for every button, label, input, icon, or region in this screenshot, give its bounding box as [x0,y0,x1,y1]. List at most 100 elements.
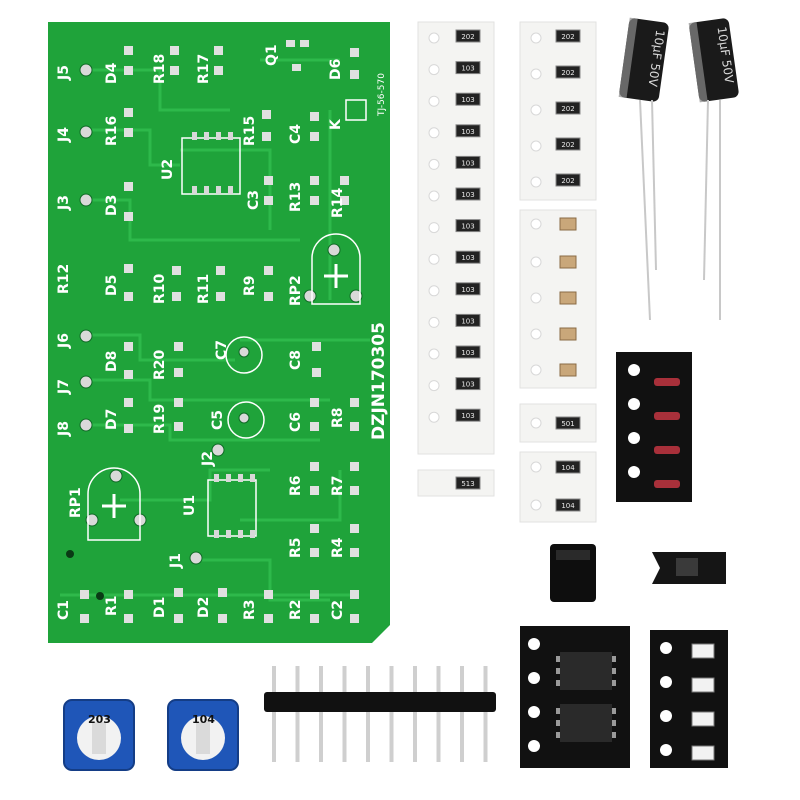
smd-resistor: 103 [455,61,481,75]
label-d6: D6 [328,59,344,80]
tape-hole [530,364,542,376]
label-j7: J7 [56,379,72,395]
label-j4: J4 [56,127,72,143]
label-rp2: RP2 [288,275,304,306]
tape-hole [428,95,440,107]
label-j5: J5 [56,65,72,81]
label-c1: C1 [56,600,72,620]
tape-hole [428,285,440,297]
label-r4: R4 [330,537,346,558]
label-j6: J6 [56,333,72,349]
label-j3: J3 [56,195,72,211]
board-version-text: DZJN170305 [369,322,389,440]
label-j1: J1 [168,553,184,569]
label-d7: D7 [104,409,120,430]
label-r14: R14 [330,187,346,218]
label-q1: Q1 [264,44,280,66]
label-c2: C2 [330,600,346,620]
tape-hole [428,348,440,360]
smd-resistor: 202 [555,137,581,151]
smd-resistor: 103 [455,155,481,169]
label-r18: R18 [152,54,168,84]
diode-tape [616,352,692,502]
pin-header [264,666,496,762]
label-j2: J2 [200,451,216,467]
tape-hole [428,190,440,202]
label-k: K [328,118,344,130]
tape-hole [428,316,440,328]
label-r8: R8 [330,407,346,428]
smd-resistor: 202 [555,29,581,43]
tape-hole [530,292,542,304]
tape-hole [428,32,440,44]
label-d5: D5 [104,275,120,296]
label-u1: U1 [182,495,198,516]
smd-resistor: 501 [555,416,581,430]
tape-hole [530,417,542,429]
smd-resistor: 103 [455,92,481,106]
tape-hole [530,32,542,44]
resistor-tape-left: 202 103 103 103 103 103 103 103 103 103 103 103 103 5… [417,21,495,497]
ic-tape [520,626,630,768]
label-d8: D8 [104,351,120,372]
resistor-code: 202 [561,33,574,41]
label-r9: R9 [242,275,258,296]
label-r2: R2 [288,599,304,620]
tape-hole [530,68,542,80]
label-r16: R16 [104,116,120,146]
resistor-code: 501 [561,420,574,428]
label-c3: C3 [246,190,262,210]
tape-hole [530,461,542,473]
label-c8: C8 [288,350,304,370]
pcb-board: J5 J4 J3 R12 J6 J7 J8 RP1 C1 D4 R18 R17 … [48,22,390,643]
label-r5: R5 [288,537,304,558]
label-d1: D1 [152,597,168,618]
smd-resistor: 103 [455,345,481,359]
potentiometer-1: 203 [63,699,135,771]
electrolytic-capacitors: 10µF 50V 10µF 50V [618,17,739,321]
label-r12: R12 [56,264,72,294]
tape-hole [530,328,542,340]
resistor-code: 103 [461,65,474,73]
potentiometer-2-code: 104 [192,713,215,726]
resistor-code: 103 [461,412,474,420]
board-code-text: TJ-56-570 [377,73,387,117]
tape-hole [428,127,440,139]
label-r3: R3 [242,599,258,620]
tape-hole [428,222,440,234]
resistor-code: 202 [561,69,574,77]
resistor-code: 103 [461,286,474,294]
tape-hole [428,253,440,265]
resistor-code: 103 [461,96,474,104]
resistor-code: 104 [561,502,575,510]
smd-resistor: 103 [455,313,481,327]
resistor-code: 202 [461,33,474,41]
smd-resistor: 103 [455,219,481,233]
label-u2: U2 [160,159,176,180]
smd-resistor: 103 [455,377,481,391]
resistor-code: 513 [461,480,474,488]
smd-resistor: 202 [555,65,581,79]
tape-hole [530,499,542,511]
smd-resistor: 103 [455,187,481,201]
label-d3: D3 [104,195,120,216]
smd-resistor: 202 [555,173,581,187]
label-r19: R19 [152,404,168,434]
potentiometer-2: 104 [167,699,239,771]
label-r20: R20 [152,349,168,380]
sot-transistor [652,552,726,584]
label-r15: R15 [242,116,258,146]
tape-hole [530,104,542,116]
label-c4: C4 [288,124,304,144]
smd-resistor: 103 [455,408,481,422]
jumper-cap [550,544,596,602]
resistor-code: 103 [461,381,474,389]
resistor-code: 103 [461,128,474,136]
label-r13: R13 [288,182,304,212]
tape-hole [530,218,542,230]
tape-hole [428,411,440,423]
label-r1: R1 [104,595,120,616]
resistor-code: 103 [461,254,474,262]
